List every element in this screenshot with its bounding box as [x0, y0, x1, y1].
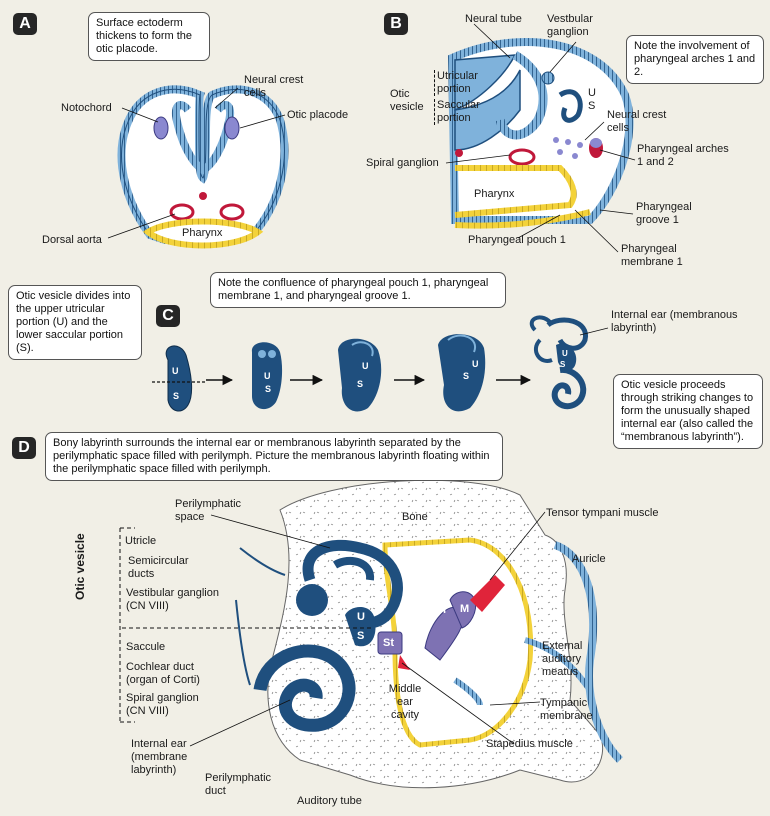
- panel-c-u4: U: [472, 359, 479, 369]
- panel-b-arches-label: Pharyngeal arches 1 and 2: [637, 143, 729, 168]
- leader-lines: [107, 23, 636, 747]
- panel-b-neural-tube-label: Neural tube: [465, 13, 522, 25]
- panel-c-u3: U: [362, 361, 369, 371]
- panel-d-s-label: S: [357, 630, 365, 642]
- panel-d-cochlear-label: Cochlear duct (organ of Corti): [126, 661, 200, 686]
- panel-c-s3: S: [357, 379, 364, 389]
- panel-a-embryo: [117, 85, 289, 249]
- panel-b-pharynx-label: Pharynx: [474, 188, 515, 200]
- panel-c-s4: S: [463, 371, 470, 381]
- panel-c-callout-left: Otic vesicle divides into the upper utri…: [8, 285, 142, 360]
- panel-d-vestibular-label: Vestibular ganglion (CN VIII): [126, 587, 219, 612]
- panel-b-note: Note the confluence of pharyngeal pouch …: [210, 272, 506, 308]
- panel-b-saccular-label: Saccular portion: [434, 99, 493, 125]
- panel-d-auditory-tube-label: Auditory tube: [297, 795, 362, 807]
- panel-a-callout: Surface ectoderm thickens to form the ot…: [88, 12, 210, 61]
- panel-d-spiral-label: Spiral ganglion (CN VIII): [126, 692, 199, 717]
- panel-d-bone-label: Bone: [402, 511, 428, 523]
- panel-c-s5: S: [560, 360, 566, 369]
- panel-d-saccule-label: Saccule: [126, 641, 166, 653]
- panel-a-otic-placode-label: Otic placode: [287, 109, 349, 121]
- panel-d-st-label: St: [383, 637, 394, 649]
- panel-d-tympanic-label: Tympanic membrane: [540, 697, 593, 722]
- panel-d-external-meatus-label: External auditory meatus: [542, 640, 583, 678]
- panel-b-otic-vesicle-label: Otic vesicle: [390, 88, 424, 113]
- panel-d-callout: Bony labyrinth surrounds the internal ea…: [45, 432, 503, 481]
- panel-b-pouch-label: Pharyngeal pouch 1: [468, 234, 566, 246]
- panel-a-notochord-label: Notochord: [61, 102, 112, 114]
- panel-c-sequence: [152, 315, 588, 412]
- panel-c-u5: U: [562, 349, 568, 358]
- panel-d-otic-vesicle-label: Otic vesicle: [73, 533, 87, 600]
- panel-d-tensor-label: Tensor tympani muscle: [546, 507, 659, 519]
- panel-d-badge: D: [12, 437, 36, 459]
- panel-a-neural-crest-label: Neural crest cells: [244, 74, 304, 99]
- panel-c-badge: C: [156, 305, 180, 327]
- panel-d-u-label: U: [357, 611, 365, 623]
- panel-c-s1: S: [173, 391, 180, 401]
- panel-c-callout-right: Otic vesicle proceeds through striking c…: [613, 374, 763, 449]
- panel-b-s-label: S: [588, 100, 596, 112]
- panel-d-middle-ear-label: Middle ear cavity: [388, 683, 422, 721]
- panel-b-callout: Note the involvement of pharyngeal arche…: [626, 35, 764, 84]
- panel-b-u-label: U: [588, 87, 596, 99]
- panel-d-m-label: M: [460, 603, 470, 615]
- panel-b-neural-crest-label: Neural crest cells: [607, 109, 667, 134]
- panel-b-vestibular-ganglion-label: Vestbular ganglion: [547, 13, 593, 38]
- panel-d-ear: [119, 479, 623, 789]
- panel-d-perilymphatic-duct-label: Perilymphatic duct: [205, 772, 272, 797]
- panel-c-u2: U: [264, 371, 271, 381]
- panel-a-pharynx-label: Pharynx: [182, 227, 223, 239]
- panel-b-utricular-label: Utricular portion: [434, 70, 493, 96]
- panel-b-groove-label: Pharyngeal groove 1: [636, 201, 692, 226]
- panel-c-internal-ear-label: Internal ear (membranous labyrinth): [611, 309, 738, 334]
- panel-d-stapedius-label: Stapedius muscle: [486, 738, 573, 750]
- panel-b-badge: B: [384, 13, 408, 35]
- panel-b-membrane-label: Pharyngeal membrane 1: [621, 243, 683, 268]
- panel-d-i-label: I: [443, 604, 447, 616]
- panel-d-perilymphatic-space-label: Perilymphatic space: [175, 498, 242, 523]
- panel-a-dorsal-aorta-label: Dorsal aorta: [42, 234, 102, 246]
- panel-d-utricle-label: Utricle: [125, 535, 157, 547]
- panel-c-u1: U: [172, 366, 179, 376]
- panel-d-internal-ear-label: Internal ear (membrane labyrinth): [131, 738, 188, 776]
- panel-d-semicircular-label: Semicircular ducts: [128, 555, 189, 580]
- panel-c-s2: S: [265, 384, 272, 394]
- panel-b-spiral-ganglion-label: Spiral ganglion: [366, 157, 439, 169]
- panel-a-badge: A: [13, 13, 37, 35]
- panel-d-auricle-label: Auricle: [572, 553, 606, 565]
